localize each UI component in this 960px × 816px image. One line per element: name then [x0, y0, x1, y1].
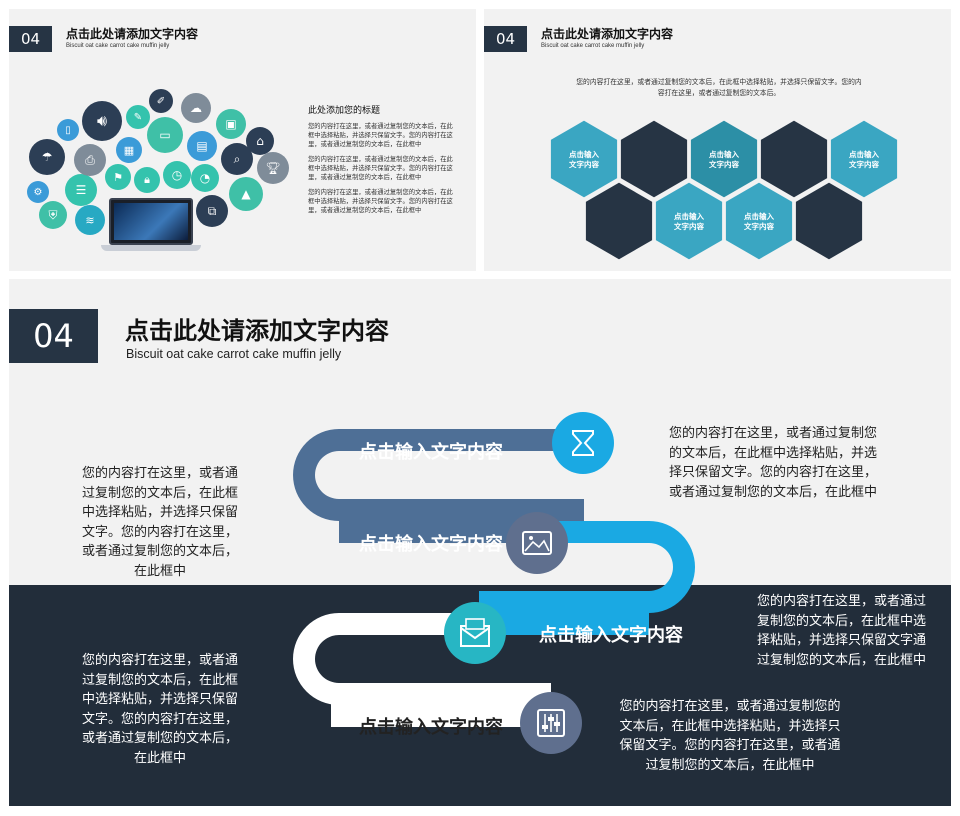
cone-icon: ▲: [229, 177, 263, 211]
description-right-middle: 您的内容打在这里，或者通过复制您的文本后，在此框中选择粘贴，并选择只保留文字通过…: [757, 592, 942, 670]
description-bottom-right: 您的内容打在这里，或者通过复制您的文本后，在此框中选择粘贴，并选择只保留文字。您…: [612, 697, 848, 775]
slide-process-path: 04 点击此处请添加文字内容 Biscuit oat cake carrot c…: [9, 279, 951, 806]
section-number: 04: [9, 309, 98, 363]
hexagon-label: 文字内容: [674, 221, 704, 231]
description-line: 过复制您的文本后，在此框中: [645, 757, 815, 773]
slide-title: 点击此处请添加文字内容: [541, 27, 674, 41]
description-line: 您的内容打在这里，或者通过: [757, 594, 927, 609]
section-number: 04: [484, 26, 527, 52]
trophy-icon: 🏆︎: [257, 152, 289, 184]
hexagon-label: 文字内容: [744, 221, 774, 231]
edit-icon: ✎: [126, 105, 150, 129]
slide-title: 点击此处请添加文字内容: [66, 27, 199, 41]
slide-hexagons: 04 点击此处请添加文字内容 Biscuit oat cake carrot c…: [484, 9, 951, 271]
band-label: 点击输入文字内容: [359, 533, 503, 555]
description-left-upper: 您的内容打在这里，或者通过复制您的文本后，在此框中选择粘贴，并选择只保留文字。您…: [75, 464, 245, 581]
paragraph: 您的内容打在这里，或者通过复制您的文本后，在此框中选择粘贴，并选择只保留文字。您…: [308, 156, 453, 181]
description-line: 过复制您的文本后，在此框中: [757, 652, 927, 668]
section-number: 04: [9, 26, 52, 52]
paragraph: 您的内容打在这里，或者通过复制您的文本后，在此框中选择粘贴，并选择只保留文字。您…: [308, 189, 453, 214]
chat-icon: ▤: [187, 131, 217, 161]
calendar-icon: ▦: [116, 137, 142, 163]
description-line: 中选择粘贴，并选择只保留: [81, 505, 238, 520]
wifi-icon: ≋: [75, 205, 105, 235]
description-line: 保留文字。您的内容打在这里，或者通: [619, 738, 841, 753]
band-3-right: [479, 591, 649, 635]
description-line: 文字。您的内容打在这里，: [81, 711, 238, 727]
hexagon: [792, 179, 866, 263]
description-line: 在此框中: [133, 750, 186, 766]
block-heading: 此处添加您的标题: [308, 106, 381, 116]
description-line: 您的内容打在这里，或者通过复制您的: [619, 699, 841, 714]
monitor-icon: ▭: [147, 117, 183, 153]
clock-icon: ◷: [163, 161, 191, 189]
description-left-lower: 您的内容打在这里，或者通过复制您的文本后，在此框中选择粘贴，并选择只保留文字。您…: [75, 651, 245, 768]
slide-subtitle: Biscuit oat cake carrot cake muffin jell…: [66, 43, 170, 49]
description-line: 您的内容打在这里，或者通: [81, 466, 238, 481]
lock-icon: 🔒︎: [134, 167, 160, 193]
description-line: 的文本后，在此框中选择粘贴，并选: [669, 445, 878, 461]
hexagon-label: 文字内容: [709, 159, 739, 169]
hexagon-label: 点击输入: [849, 149, 879, 159]
hexagon-label: 点击输入: [709, 149, 739, 159]
description-line: 中选择粘贴，并选择只保留: [81, 692, 238, 707]
slide-subtitle: Biscuit oat cake carrot cake muffin jell…: [541, 43, 645, 49]
hexagon-label: 点击输入: [744, 211, 774, 221]
slide-subtitle: Biscuit oat cake carrot cake muffin jell…: [126, 347, 342, 361]
paragraph: 您的内容打在这里，或者通过复制您的文本后，在此框中选择粘贴，并选择只保留文字。您…: [308, 123, 453, 148]
slide-icons-overview: 04 点击此处请添加文字内容 Biscuit oat cake carrot c…: [9, 9, 476, 271]
database-icon: ☰: [65, 174, 97, 206]
clock-small-icon: ◔: [191, 164, 219, 192]
description-line: 或者通过复制您的文本后，在此框中: [669, 484, 878, 500]
band-2-left: [339, 499, 539, 543]
hexagon-label: 点击输入: [674, 211, 704, 221]
text-block: 此处添加您的标题 您的内容打在这里，或者通过复制您的文本后，在此框中选择粘贴，并…: [308, 103, 458, 215]
hexagon-label: 文字内容: [849, 159, 879, 169]
image-icon: [506, 512, 568, 574]
mobile-icon: ▯: [57, 119, 79, 141]
shield-icon: ⛨: [39, 201, 67, 229]
sliders-icon: [520, 692, 582, 754]
hourglass-icon: [552, 412, 614, 474]
band-label: 点击输入文字内容: [539, 624, 683, 646]
description-line: 过复制您的文本后，在此框: [81, 485, 238, 501]
description-line: 或者通过复制您的文本后，: [81, 544, 238, 559]
hexagon: [827, 117, 901, 201]
intro-text: 您的内容打在这里，或者通过复制您的文本后，在此框中选择粘贴，并选择只保留文字。您…: [576, 78, 862, 97]
description-line: 您的内容打在这里，或者通: [81, 653, 238, 668]
copy-icon: ⧉: [196, 195, 228, 227]
description-line: 择只保留文字。您的内容打在这里，: [669, 465, 878, 480]
description-top-right: 您的内容打在这里，或者通过复制您的文本后，在此框中选择粘贴，并选择只保留文字。您…: [669, 424, 889, 502]
hexagon-label: 文字内容: [569, 159, 599, 169]
description-line: 在此框中: [133, 563, 186, 579]
signpost-icon: ⚑: [105, 164, 131, 190]
mail-icon: [444, 602, 506, 664]
description-line: 文本后，在此框中选择粘贴，并选择只: [619, 718, 841, 734]
search-icon: ⌕: [221, 143, 253, 175]
pen-icon: ✐: [149, 89, 173, 113]
slide-title: 点击此处请添加文字内容: [125, 317, 389, 345]
description-line: 您的内容打在这里，或者通过复制您: [669, 426, 878, 441]
presentation-icon: ▣: [216, 109, 246, 139]
description-line: 过复制您的文本后，在此框: [81, 672, 238, 688]
laptop-icon: [101, 198, 201, 252]
settings-icon: ⚙: [27, 181, 49, 203]
description-line: 复制您的文本后，在此框中选: [757, 613, 927, 629]
hexagon-label: 点击输入: [569, 149, 599, 159]
band-label: 点击输入文字内容: [359, 716, 503, 738]
printer-icon: ⎙: [74, 144, 106, 176]
description-line: 或者通过复制您的文本后，: [81, 731, 238, 746]
umbrella-icon: ☂: [29, 139, 65, 175]
band-label: 点击输入文字内容: [359, 441, 503, 463]
description-line: 文字。您的内容打在这里，: [81, 524, 238, 540]
cloud-icon: ☁: [181, 93, 211, 123]
band-4: [331, 683, 551, 727]
description-line: 择粘贴，并选择只保留文字通: [757, 633, 927, 648]
speaker-icon: 🔊︎: [82, 101, 122, 141]
